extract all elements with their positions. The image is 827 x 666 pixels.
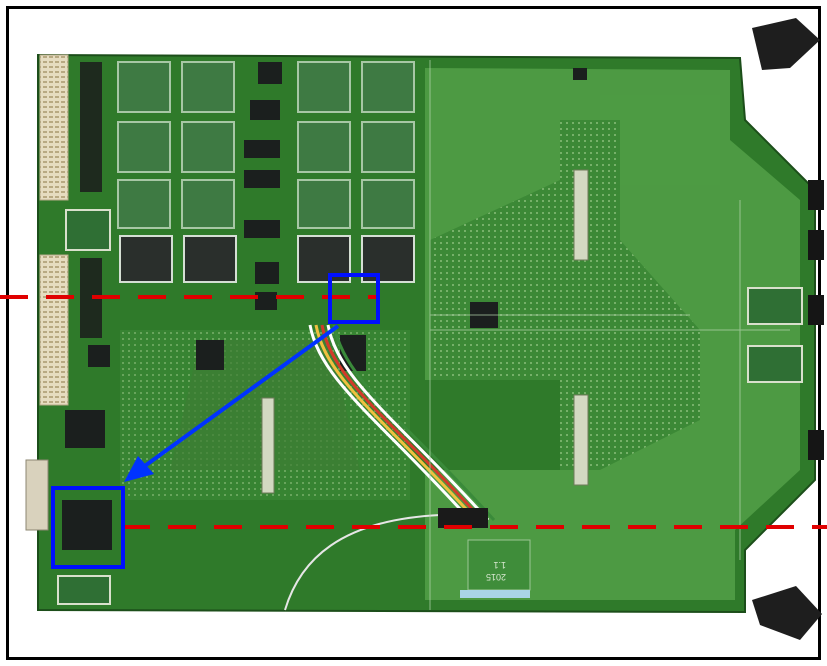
highlight-box-target bbox=[51, 486, 125, 569]
daughter-cards bbox=[57, 209, 803, 605]
front-connector bbox=[25, 459, 49, 531]
thin-wire bbox=[284, 514, 441, 611]
backplane-connector-mid bbox=[39, 254, 69, 406]
cable-bundle bbox=[308, 324, 496, 522]
ejector-top bbox=[752, 18, 820, 70]
board-label bbox=[467, 539, 531, 591]
backplane-connector-top bbox=[39, 54, 69, 201]
mezzanine-connectors bbox=[261, 169, 589, 494]
highlight-box-icon bbox=[328, 273, 380, 324]
board-label-line2: 2015 bbox=[486, 572, 506, 582]
arrow-icon bbox=[124, 324, 340, 482]
fpga-row bbox=[119, 235, 415, 283]
dashed-cut-line bbox=[0, 295, 827, 529]
memory-array bbox=[117, 61, 415, 229]
cable-connector bbox=[438, 508, 488, 528]
board-label-line1: 1.1 bbox=[493, 560, 506, 570]
via-field bbox=[430, 120, 700, 470]
ejector-bottom bbox=[752, 586, 822, 640]
